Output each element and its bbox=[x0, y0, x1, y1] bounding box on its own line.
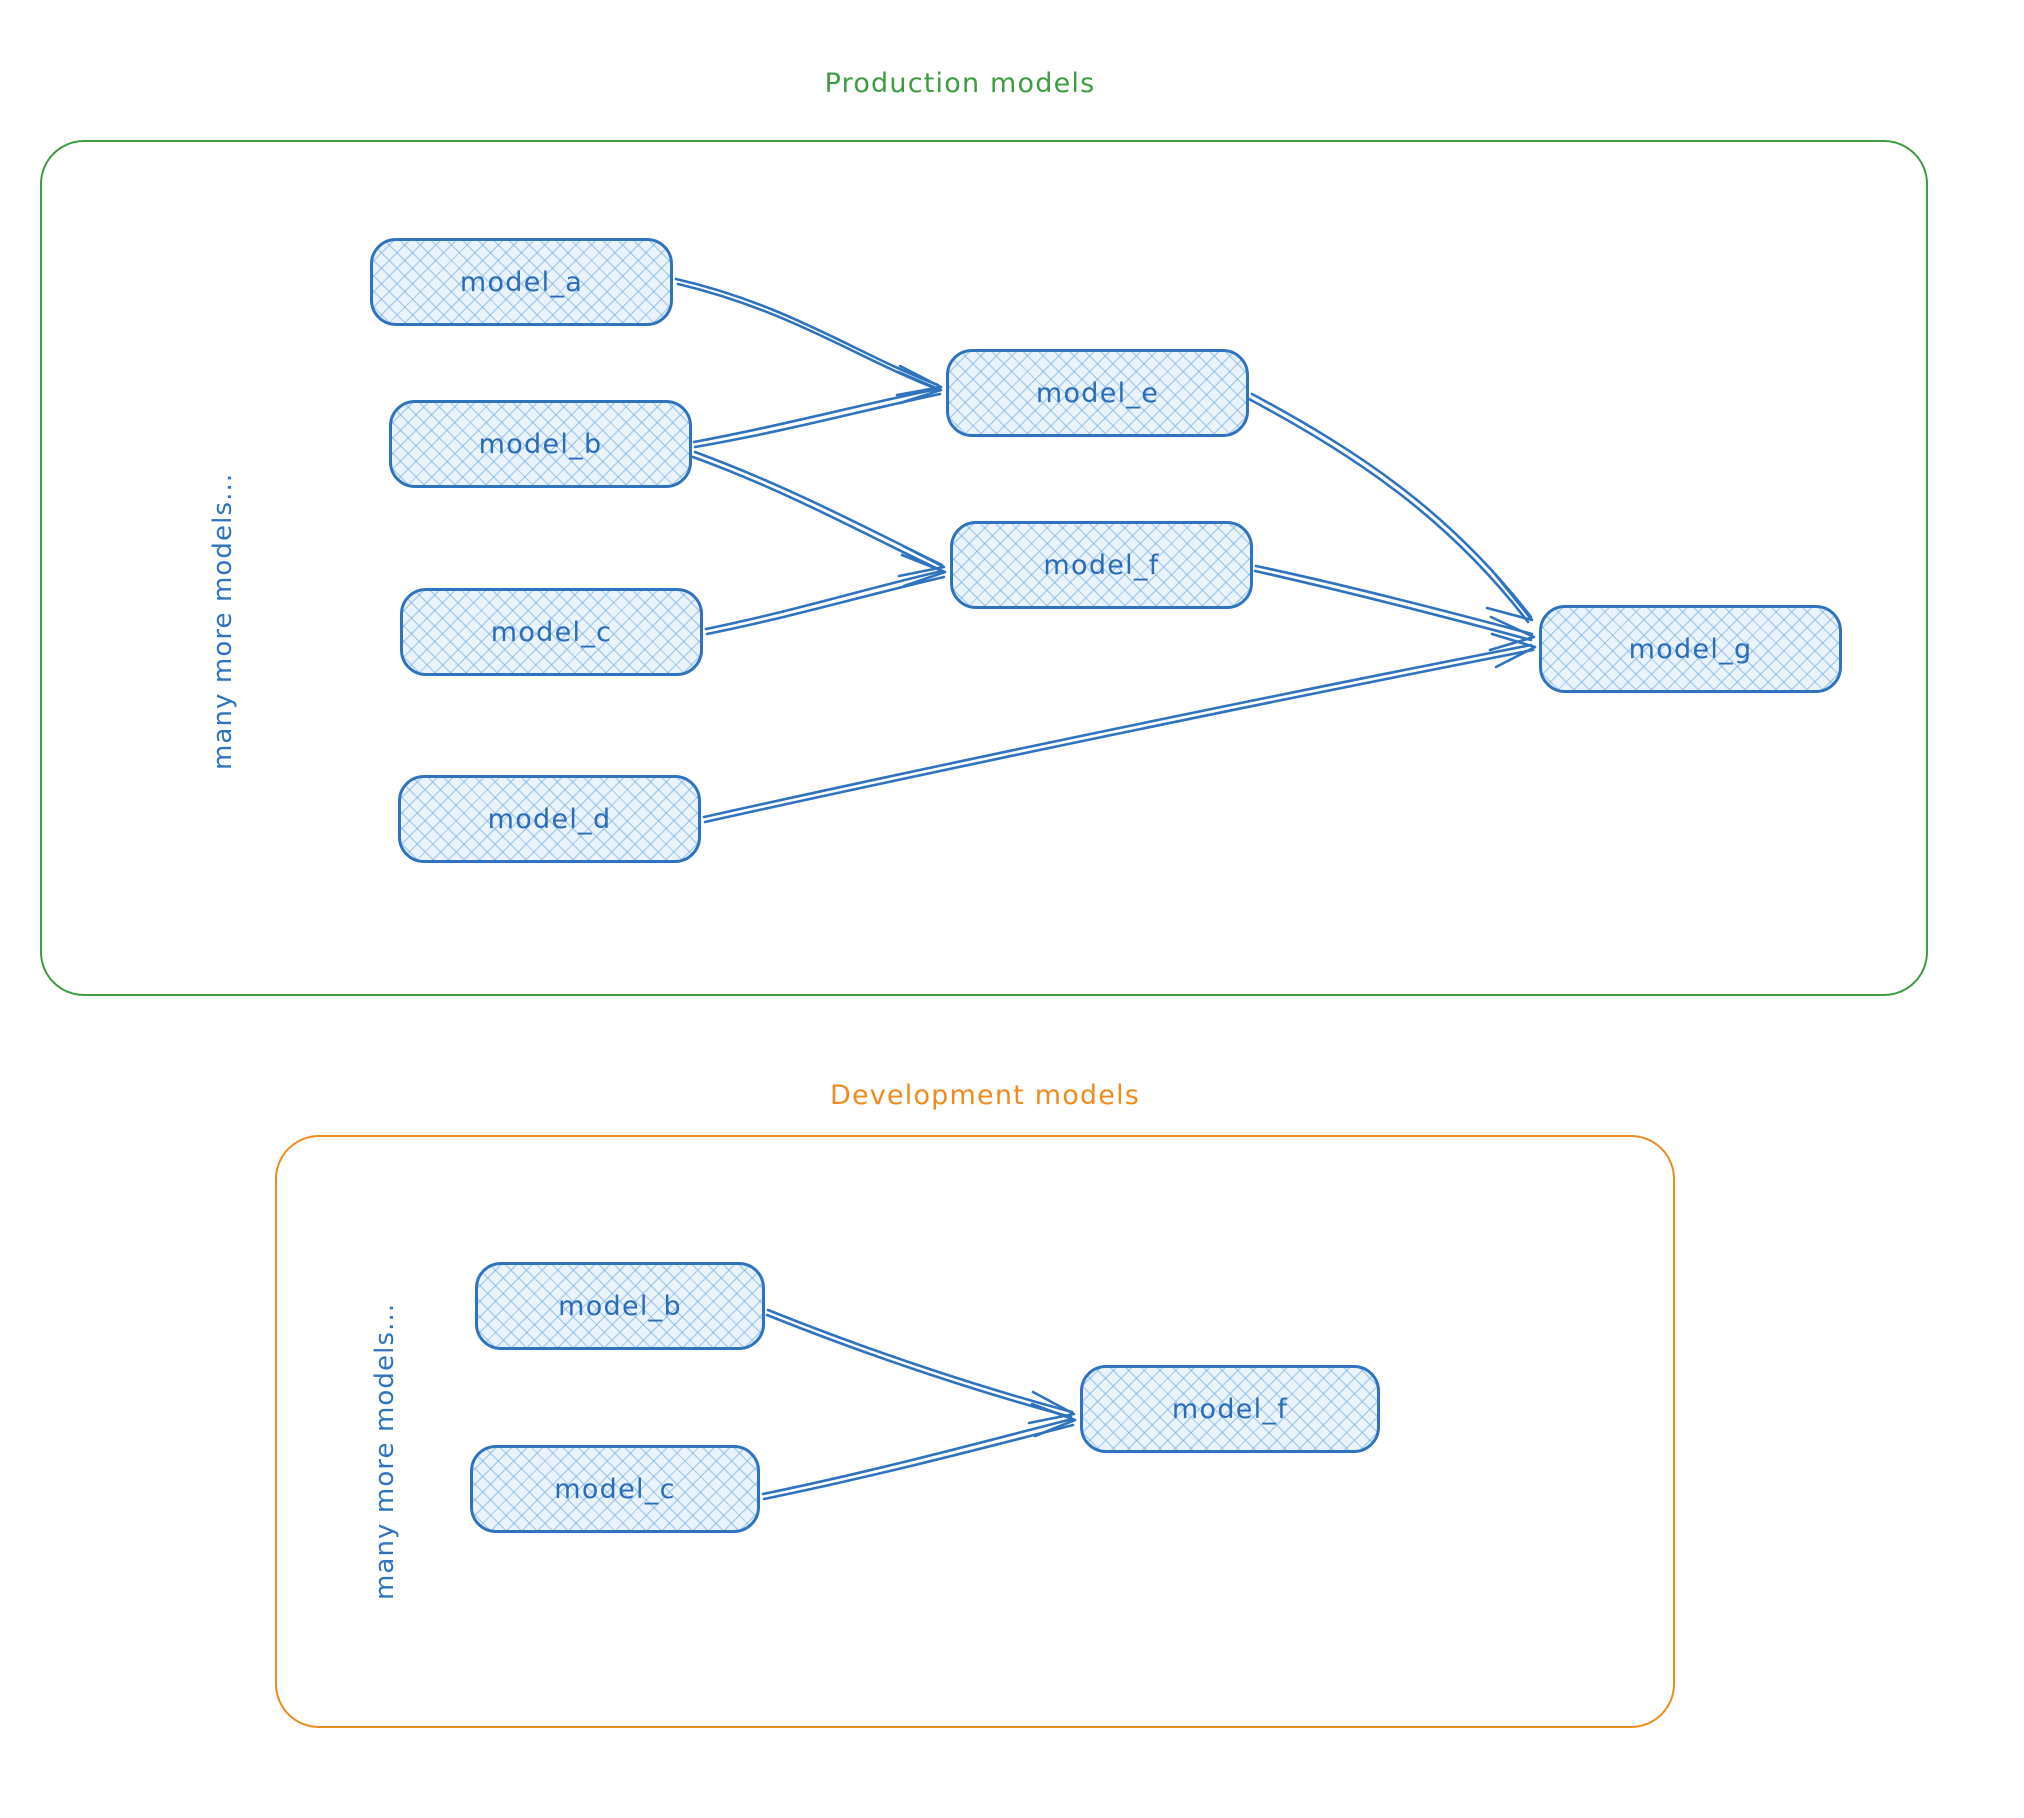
node-production-model-a[interactable]: model_a bbox=[370, 238, 673, 326]
node-production-model-e[interactable]: model_e bbox=[946, 349, 1249, 437]
node-production-model-d[interactable]: model_d bbox=[398, 775, 701, 863]
production-group-container bbox=[40, 140, 1928, 996]
node-label: model_d bbox=[487, 803, 612, 835]
node-production-model-b[interactable]: model_b bbox=[389, 400, 692, 488]
development-group-title: Development models bbox=[829, 1080, 1141, 1111]
node-production-model-f[interactable]: model_f bbox=[950, 521, 1253, 609]
edge-model-c-to-model-f bbox=[704, 553, 947, 636]
node-label: model_a bbox=[459, 266, 584, 298]
node-label: model_g bbox=[1628, 633, 1753, 665]
node-label: model_c bbox=[554, 1473, 676, 1505]
node-development-model-b[interactable]: model_b bbox=[475, 1262, 765, 1350]
edge-model-b-to-model-f bbox=[691, 450, 946, 578]
development-many-more-models-label: many more models... bbox=[370, 1302, 400, 1600]
node-label: model_c bbox=[490, 616, 613, 648]
node-production-model-c[interactable]: model_c bbox=[400, 588, 703, 676]
node-label: model_b bbox=[558, 1290, 682, 1322]
node-production-model-g[interactable]: model_g bbox=[1539, 605, 1842, 693]
node-label: model_f bbox=[1171, 1393, 1289, 1425]
edge-model-d-to-model-g bbox=[702, 632, 1537, 824]
development-group-container bbox=[275, 1135, 1675, 1728]
production-edge-layer bbox=[674, 277, 1537, 824]
node-label: model_e bbox=[1035, 377, 1160, 409]
node-development-model-f[interactable]: model_f bbox=[1080, 1365, 1380, 1453]
node-label: model_f bbox=[1043, 549, 1160, 581]
node-development-model-c[interactable]: model_c bbox=[470, 1445, 760, 1533]
production-many-more-models-label: many more models... bbox=[208, 472, 238, 770]
dev-edge-model-b-to-model-f bbox=[765, 1308, 1076, 1425]
edge-model-f-to-model-g bbox=[1253, 564, 1536, 652]
dev-edge-model-c-to-model-f bbox=[761, 1402, 1077, 1501]
edge-model-e-to-model-g bbox=[1247, 392, 1534, 624]
development-edge-layer bbox=[761, 1308, 1077, 1501]
edge-model-b-to-model-e bbox=[692, 370, 943, 449]
node-label: model_b bbox=[478, 428, 603, 460]
production-group-title: Production models bbox=[824, 68, 1096, 99]
